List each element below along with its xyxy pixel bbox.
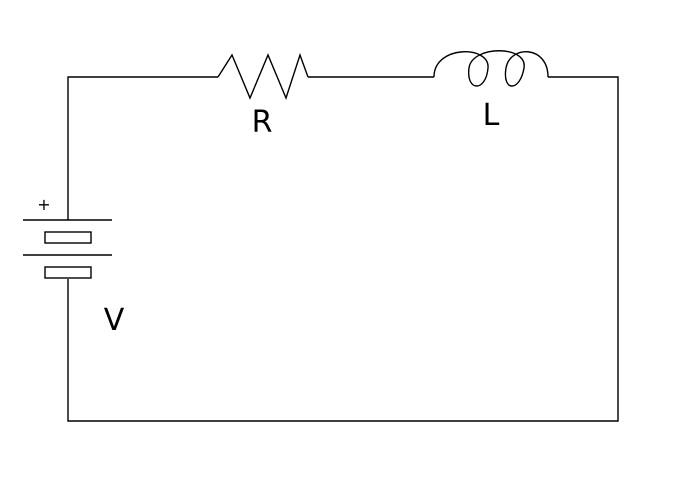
circuit-wires xyxy=(67,76,619,422)
resistor-label: R xyxy=(252,105,273,140)
wire-right-and-bottom xyxy=(67,76,619,422)
battery-cell-2 xyxy=(44,266,92,279)
polarity-plus-label: + xyxy=(37,195,50,214)
wire-top-left xyxy=(67,76,218,220)
battery-cell-1 xyxy=(44,231,92,244)
battery-symbol xyxy=(23,219,112,279)
source-label: V xyxy=(104,303,125,338)
inductor-symbol xyxy=(433,50,549,87)
inductor-label: L xyxy=(483,98,500,133)
resistor-symbol xyxy=(217,52,309,101)
